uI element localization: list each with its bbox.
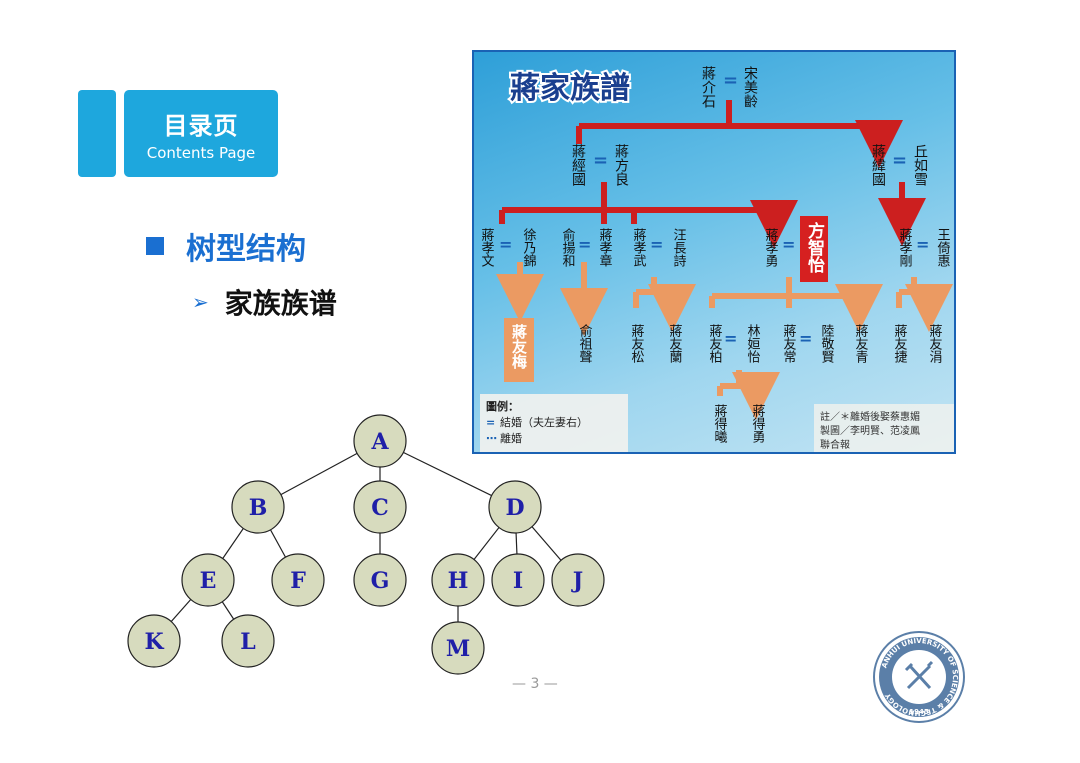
gen4-4: 蔣友柏 <box>707 324 723 363</box>
tree-node-label: G <box>371 568 390 594</box>
svg-text:=: = <box>892 150 907 171</box>
tree-node-A: A <box>353 414 407 468</box>
tree-node-L: L <box>221 614 275 668</box>
tree-node-M: M <box>431 621 485 675</box>
svg-text:=: = <box>486 416 495 429</box>
gen2-wife-1: 丘如雪 <box>912 144 928 186</box>
header-accent-bar <box>78 90 116 177</box>
gen3-wife-1: 蔣孝章 <box>597 228 613 267</box>
svg-text:⋯: ⋯ <box>486 432 497 445</box>
gen4-5: 林姮怡 <box>745 324 761 363</box>
note: 註／＊離婚後娶蔡惠媚 製圖／李明賢、范凌鳳 聯合報 <box>820 410 920 451</box>
tree-node-label: E <box>200 568 217 594</box>
gen2-wife-0: 蔣方良 <box>613 144 629 186</box>
university-seal-icon: ANHUI UNIVERSITY OF SCIENCE & TECHNOLOGY… <box>873 631 965 723</box>
tree-node-C: C <box>353 480 407 534</box>
svg-text:=: = <box>724 329 737 348</box>
gen3-husband-2: 蔣孝武 <box>631 228 647 267</box>
genealogy-title: 蔣家族譜 <box>510 71 630 106</box>
tree-node-B: B <box>231 480 285 534</box>
tree-node-label: J <box>571 568 583 594</box>
gen1-wife: 宋美齡 <box>742 66 758 108</box>
svg-text:=: = <box>782 235 795 254</box>
gen1: 蔣介石 = 宋美齡 <box>700 66 758 108</box>
gen1-husband: 蔣介石 <box>700 66 716 108</box>
gen2: 蔣經國 = 蔣方良 蔣緯國 = 丘如雪 <box>570 144 928 186</box>
svg-text:=: = <box>916 235 929 254</box>
legend-divorced: 離婚 <box>500 431 522 445</box>
gen4-6: 蔣友常 <box>781 324 797 363</box>
svg-text:=: = <box>650 235 663 254</box>
tree-node-label: L <box>240 629 255 655</box>
tree-node-G: G <box>353 553 407 607</box>
tree-node-label: C <box>371 495 389 521</box>
svg-text:=: = <box>578 235 591 254</box>
svg-text:=: = <box>593 150 608 171</box>
bullet-tree-structure: 树型结构 <box>146 224 306 268</box>
tree-node-I: I <box>491 553 545 607</box>
gen5: 蔣得曦 蔣得勇 <box>712 404 766 444</box>
tree-node-label: M <box>446 636 470 662</box>
seal-year: 1945 <box>909 708 929 716</box>
gen4-1: 俞祖聲 <box>577 323 593 364</box>
square-bullet-icon <box>146 237 164 255</box>
tree-node-K: K <box>127 614 181 668</box>
legend: 圖例： = 結婚（夫左妻右） ⋯ 離婚 <box>486 399 588 445</box>
contents-badge: 目录页 Contents Page <box>124 90 278 177</box>
tree-node-D: D <box>488 480 542 534</box>
arrow-bullet-icon: ➢ <box>192 290 209 314</box>
legend-married: 結婚（夫左妻右） <box>500 415 588 429</box>
genealogy-svg: 蔣家族譜 蔣介石 = 宋美齡 蔣經國 = 蔣方良 蔣緯國 = <box>479 66 954 452</box>
gen4-2: 蔣友松 <box>629 324 645 363</box>
svg-text:=: = <box>723 70 738 91</box>
gen3-husband-1: 俞揚和 <box>560 227 576 267</box>
tree-node-label: A <box>370 429 389 455</box>
gen3-wife-4: 王倚惠 <box>935 228 951 267</box>
gen4-3: 蔣友蘭 <box>667 324 683 363</box>
gen3-wife-3: 方智怡 <box>804 221 825 274</box>
gen3-husband-3: 蔣孝勇 <box>763 228 779 267</box>
legend-title: 圖例： <box>486 399 519 413</box>
svg-text:=: = <box>799 329 812 348</box>
page-number: — 3 — <box>512 676 558 692</box>
tree-node-label: B <box>249 495 268 521</box>
tree-node-label: H <box>448 568 469 594</box>
gen4-9: 蔣友捷 <box>892 324 908 364</box>
gen3: 蔣孝文 = 徐乃錦 俞揚和 = 蔣孝章 蔣孝武 = 汪長詩 蔣孝勇 = 方智怡 … <box>479 216 951 282</box>
gen4-7: 陸敬賢 <box>819 323 835 364</box>
gen5-1: 蔣得勇 <box>750 404 766 443</box>
gen3-wife-0: 徐乃錦 <box>521 228 537 267</box>
gen4-8: 蔣友青 <box>853 324 869 363</box>
orange-connectors <box>496 262 929 396</box>
tree-node-E: E <box>181 553 235 607</box>
gen2-husband-1: 蔣緯國 <box>870 144 886 186</box>
gen3-husband-0: 蔣孝文 <box>479 228 495 267</box>
bullet-level2-text: 家族族谱 <box>224 287 337 320</box>
tree-node-label: K <box>144 629 164 655</box>
note-line3: 聯合報 <box>820 438 850 451</box>
bullet-family-tree: ➢ 家族族谱 <box>192 282 337 322</box>
contents-subtitle: Contents Page <box>146 144 256 162</box>
bullet-level1-text: 树型结构 <box>186 232 306 267</box>
gen3-wife-2: 汪長詩 <box>671 228 687 267</box>
tree-node-label: D <box>505 495 524 521</box>
note-line1: 註／＊離婚後娶蔡惠媚 <box>820 410 920 423</box>
tree-node-label: F <box>290 568 306 594</box>
genealogy-chart: 蔣家族譜 蔣介石 = 宋美齡 蔣經國 = 蔣方良 蔣緯國 = <box>472 50 956 454</box>
tree-node-J: J <box>551 553 605 607</box>
tree-node-label: I <box>513 568 523 594</box>
tree-node-F: F <box>271 553 325 607</box>
tree-node-H: H <box>431 553 485 607</box>
contents-title: 目录页 <box>163 112 239 140</box>
gen4-0: 蔣友梅 <box>510 323 528 370</box>
note-line2: 製圖／李明賢、范凌鳳 <box>820 424 920 437</box>
gen3-husband-4: 蔣孝剛 <box>897 228 913 267</box>
gen4: 蔣友梅 俞祖聲 蔣友松 蔣友蘭 蔣友柏 = 林姮怡 蔣友常 = 陸敬賢 蔣友青 … <box>504 318 942 382</box>
gen5-0: 蔣得曦 <box>712 404 728 444</box>
gen4-10: 蔣友涓 <box>927 324 943 363</box>
red-connectors <box>499 100 926 224</box>
svg-text:=: = <box>499 235 512 254</box>
gen2-husband-0: 蔣經國 <box>570 144 586 186</box>
